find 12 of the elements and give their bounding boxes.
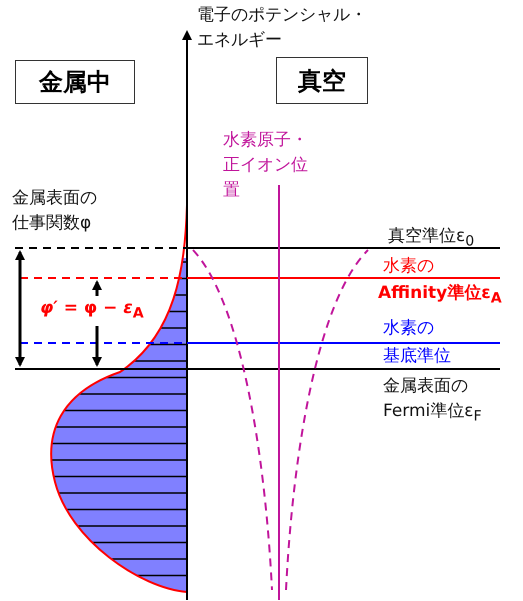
axis-label: 電子のポテンシャル・エネルギー bbox=[197, 4, 368, 52]
formula-label: φ′ = φ − ε$_{A}$ bbox=[38, 296, 146, 326]
level-label: 基底準位 bbox=[383, 345, 452, 368]
level-label: 金属表面のFermi準位ε$_{F}$ bbox=[383, 375, 483, 426]
level-label: Affinity準位ε$_{A}$ bbox=[378, 282, 503, 308]
region-box: 金属中 bbox=[15, 60, 135, 104]
level-label: 真空準位ε$_{0}$ bbox=[388, 225, 476, 252]
work-function-label: 金属表面の仕事関数φ bbox=[12, 187, 98, 235]
position-label: 水素原子・正イオン位置 bbox=[223, 129, 309, 202]
region-box: 真空 bbox=[276, 57, 368, 104]
level-label: 水素の bbox=[383, 255, 435, 278]
level-label: 水素の bbox=[383, 317, 435, 340]
